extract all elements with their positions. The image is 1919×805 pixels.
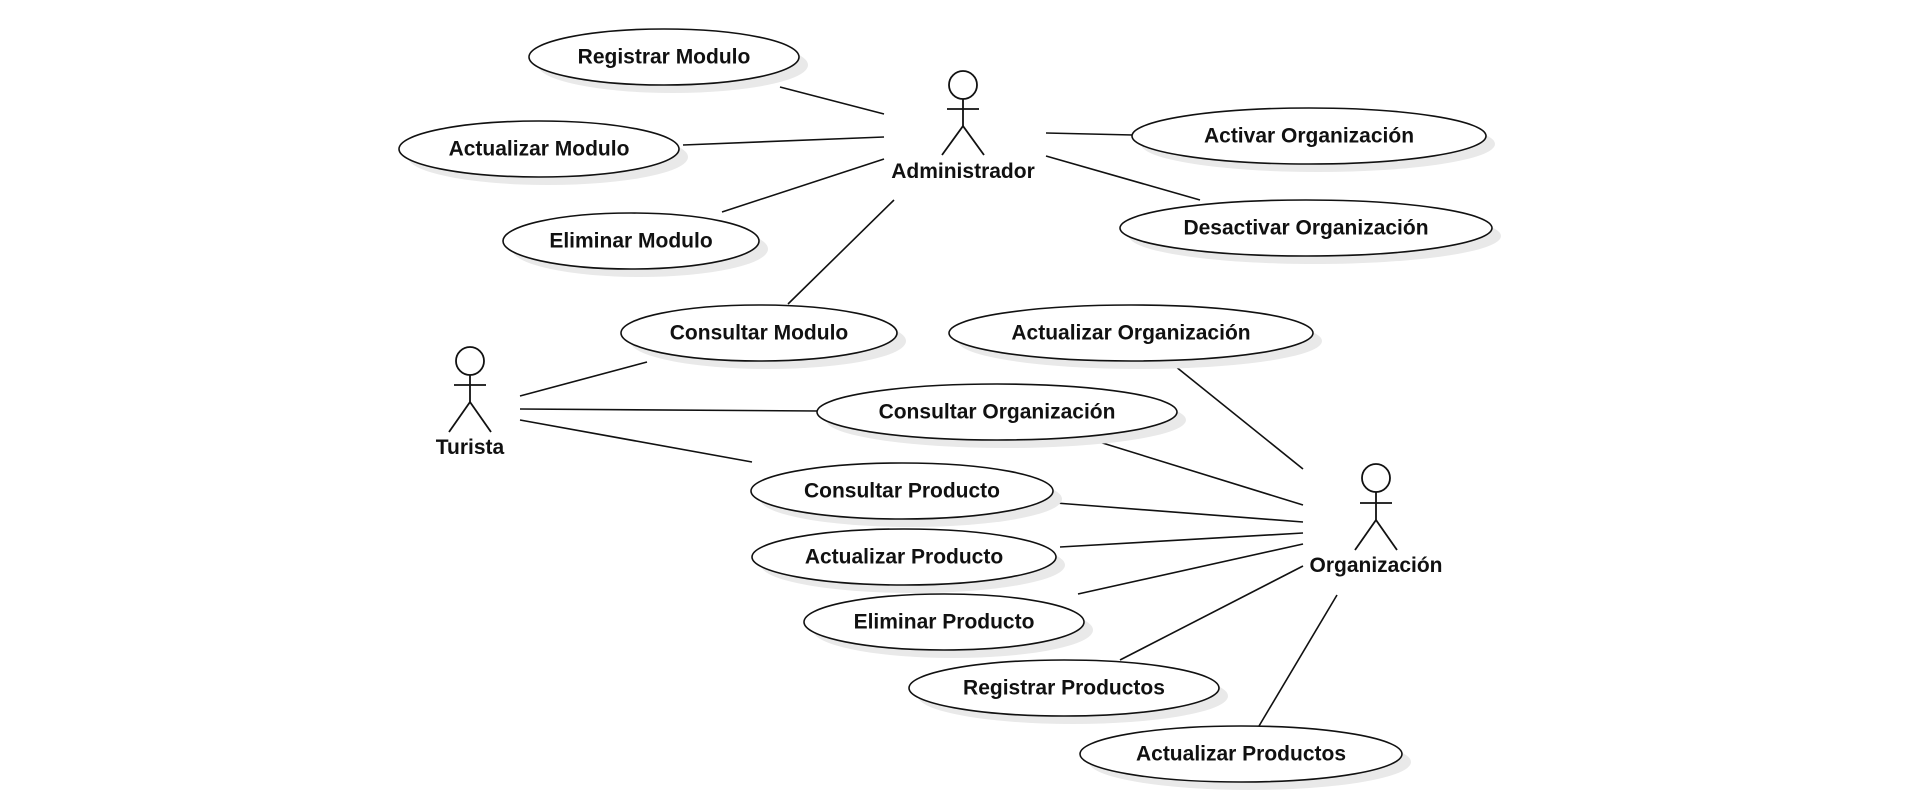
association-administrador-actualizar-modulo xyxy=(682,136,885,146)
use-case-label: Actualizar Producto xyxy=(805,546,1003,569)
use-case-actualizar-modulo[interactable]: Actualizar Modulo xyxy=(398,120,688,185)
use-case-desactivar-organizacion[interactable]: Desactivar Organización xyxy=(1119,199,1501,264)
use-case-label: Desactivar Organización xyxy=(1183,217,1428,240)
association-turista-consultar-producto xyxy=(519,419,753,463)
actor-label: Organización xyxy=(1309,554,1442,577)
use-case-label: Actualizar Modulo xyxy=(449,138,630,161)
use-case-ellipse xyxy=(751,528,1057,586)
use-case-actualizar-organizacion[interactable]: Actualizar Organización xyxy=(948,304,1322,369)
association-organizacion-actualizar-productos xyxy=(1258,594,1338,727)
association-organizacion-registrar-productos xyxy=(1119,565,1304,661)
actor-organizacion[interactable]: Organización xyxy=(1309,463,1443,577)
use-case-ellipse xyxy=(620,304,898,362)
use-case-eliminar-modulo[interactable]: Eliminar Modulo xyxy=(502,212,768,277)
use-case-label: Actualizar Organización xyxy=(1011,322,1250,345)
actor-label: Turista xyxy=(436,436,505,459)
use-case-label: Activar Organización xyxy=(1204,125,1414,148)
use-case-label: Registrar Modulo xyxy=(578,46,751,69)
use-case-ellipse xyxy=(750,462,1054,520)
actor-turista[interactable]: Turista xyxy=(436,346,505,459)
use-case-ellipse xyxy=(948,304,1314,362)
association-organizacion-actualizar-organizacion xyxy=(1169,361,1304,470)
use-case-eliminar-producto[interactable]: Eliminar Producto xyxy=(803,593,1093,658)
association-organizacion-eliminar-producto xyxy=(1077,543,1304,595)
use-case-label: Consultar Producto xyxy=(804,480,1000,503)
use-case-registrar-modulo[interactable]: Registrar Modulo xyxy=(528,28,808,93)
stick-figure-icon xyxy=(448,346,492,433)
use-case-ellipse xyxy=(1131,107,1487,165)
association-administrador-registrar-modulo xyxy=(779,86,885,115)
association-administrador-consultar-modulo xyxy=(787,199,895,305)
use-case-consultar-organizacion[interactable]: Consultar Organización xyxy=(816,383,1186,448)
association-organizacion-consultar-producto xyxy=(1055,502,1304,523)
use-case-activar-organizacion[interactable]: Activar Organización xyxy=(1131,107,1495,172)
association-administrador-desactivar-organizacion xyxy=(1045,155,1201,201)
associations xyxy=(519,86,1338,727)
stick-figure-icon xyxy=(941,70,985,156)
association-administrador-activar-organizacion xyxy=(1045,132,1134,136)
use-case-consultar-modulo[interactable]: Consultar Modulo xyxy=(620,304,906,369)
use-case-label: Actualizar Productos xyxy=(1136,743,1346,766)
use-case-ellipse xyxy=(528,28,800,86)
use-case-label: Consultar Organización xyxy=(879,401,1116,424)
association-administrador-eliminar-modulo xyxy=(721,158,885,213)
use-case-actualizar-productos[interactable]: Actualizar Productos xyxy=(1079,725,1411,790)
association-turista-consultar-organizacion xyxy=(519,408,819,412)
use-case-label: Eliminar Modulo xyxy=(549,230,712,253)
use-case-ellipse xyxy=(1079,725,1403,783)
use-case-ellipse xyxy=(1119,199,1493,257)
use-case-actualizar-producto[interactable]: Actualizar Producto xyxy=(751,528,1065,593)
association-organizacion-consultar-organizacion xyxy=(1095,440,1304,506)
use-case-label: Registrar Productos xyxy=(963,677,1165,700)
use-case-label: Eliminar Producto xyxy=(854,611,1035,634)
association-turista-consultar-modulo xyxy=(519,361,648,397)
use-case-ellipse xyxy=(398,120,680,178)
use-case-label: Consultar Modulo xyxy=(670,322,848,345)
stick-figure-icon xyxy=(1354,463,1398,551)
use-case-consultar-producto[interactable]: Consultar Producto xyxy=(750,462,1062,527)
actor-label: Administrador xyxy=(891,160,1035,183)
use-case-ellipse xyxy=(908,659,1220,717)
use-case-ellipse xyxy=(803,593,1085,651)
use-case-ellipse xyxy=(816,383,1178,441)
actor-administrador[interactable]: Administrador xyxy=(891,70,1035,183)
use-case-ellipse xyxy=(502,212,760,270)
association-organizacion-actualizar-producto xyxy=(1059,532,1304,548)
use-case-registrar-productos[interactable]: Registrar Productos xyxy=(908,659,1228,724)
